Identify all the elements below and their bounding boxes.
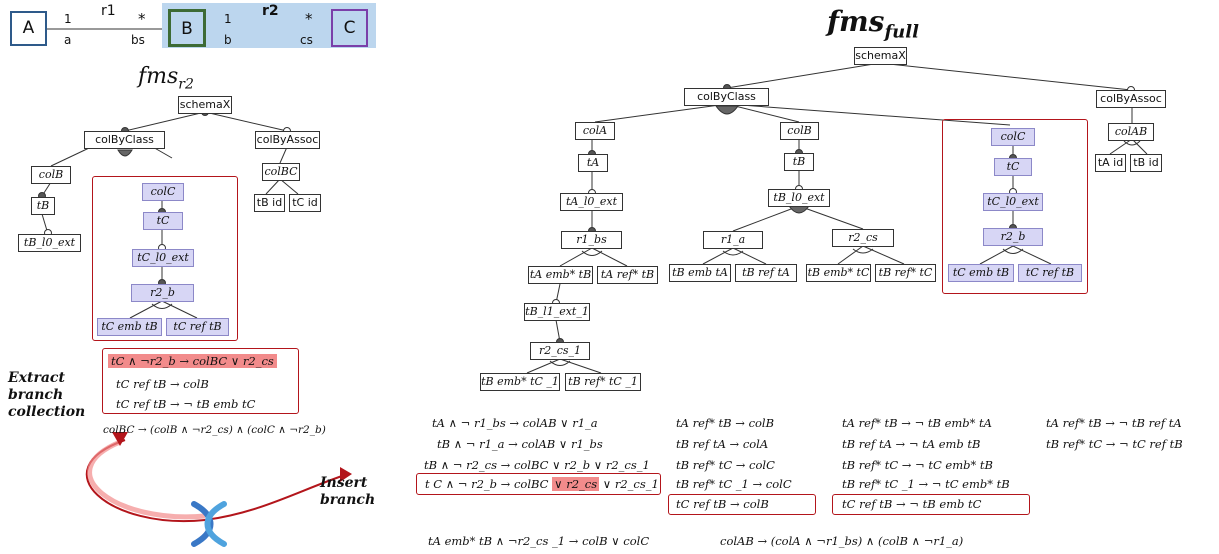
right-formula-c3-2: tB ref tA → ¬ tA emb tB (842, 437, 981, 451)
r1-mult-right: * (138, 10, 146, 28)
right-formula-c2-1: tA ref* tB → colB (676, 416, 775, 430)
right-tb-node: tB (784, 153, 814, 171)
left-formula: colBC → (colB ∧ ¬r2_cs) ∧ (colC ∧ ¬r2_b) (103, 424, 326, 436)
right-tc-ref-tb-node: tC ref tB (1018, 264, 1082, 282)
left-tc-ref-tb-node: tC ref tB (166, 318, 229, 336)
right-formula-c4-2: tB ref* tC → ¬ tC ref tB (1046, 437, 1183, 451)
right-tb-id-node: tB id (1130, 154, 1162, 172)
merge-icon (186, 498, 232, 550)
right-r1a-node: r1_a (703, 231, 763, 249)
left-colbyclass-node: colByClass (84, 131, 165, 149)
left-title-sub: r2 (178, 76, 194, 93)
left-tc-id-node: tC id (289, 194, 321, 212)
right-tb-ext1-node: tB_l1_ext_1 (524, 303, 590, 321)
left-constraint-3: tC ref tB → ¬ tB emb tC (116, 397, 256, 411)
right-r1bs-node: r1_bs (561, 231, 622, 249)
right-formula-c2-4: tB ref* tC _1 → colC (676, 477, 792, 491)
right-formula-c3-5-box (832, 494, 1030, 515)
right-tb-ref-ta-node: tB ref tA (735, 264, 797, 282)
right-formula-c2-5: tC ref tB → colB (676, 497, 769, 511)
right-formula-c2-2: tB ref tA → colA (676, 437, 769, 451)
left-constraints-box (102, 348, 299, 414)
left-title: fmsr2 (138, 64, 194, 93)
right-formula-c1-4: t C ∧ ¬ r2_b → colBC ∨ r2_cs ∨ r2_cs_1 (425, 477, 659, 491)
r2-name: r2 (262, 3, 279, 19)
right-tc-node: tC (994, 158, 1032, 176)
left-colb-node: colB (31, 166, 71, 184)
right-schema-node: schemaX (854, 47, 907, 65)
r1-mult-left: 1 (64, 12, 72, 26)
left-branch-box (92, 176, 238, 341)
right-colab-node: colAB (1108, 123, 1154, 141)
right-ta-ref-tb-node: tA ref* tB (597, 266, 658, 284)
right-tb-emb-tc1-node: tB emb* tC _1 (480, 373, 560, 391)
right-title-sub: full (884, 21, 919, 43)
right-ta-node: tA (578, 154, 608, 172)
r2-role-right: cs (300, 33, 313, 47)
right-formula-c2-5-box (668, 494, 816, 515)
uml-class-c: C (331, 9, 368, 47)
right-ta-emb-tb-node: tA emb* tB (528, 266, 593, 284)
right-formula-c3-5: tC ref tB → ¬ tB emb tC (842, 497, 982, 511)
right-ta-id-node: tA id (1095, 154, 1126, 172)
right-formula-c1-2: tB ∧ ¬ r1_a → colAB ∨ r1_bs (437, 437, 603, 451)
right-tb-emb-ta-node: tB emb tA (669, 264, 731, 282)
left-tc-emb-tb-node: tC emb tB (97, 318, 162, 336)
right-colbyassoc-node: colByAssoc (1096, 90, 1166, 108)
left-colbyassoc-node: colByAssoc (255, 131, 320, 149)
left-schema-node: schemaX (178, 96, 232, 114)
right-colc-node: colC (991, 128, 1035, 146)
left-colc-node: colC (142, 183, 184, 201)
left-tb-ext-node: tB_l0_ext (18, 234, 81, 252)
right-title: fmsfull (827, 5, 919, 43)
r1-role-right: bs (131, 33, 145, 47)
uml-class-a: A (10, 11, 47, 46)
right-bottom-formula-2: colAB → (colA ∧ ¬r1_bs) ∧ (colB ∧ ¬r1_a) (720, 534, 964, 548)
right-formula-c2-3: tB ref* tC → colC (676, 458, 775, 472)
right-colbyclass-node: colByClass (684, 88, 769, 106)
right-ta-ext-node: tA_l0_ext (560, 193, 623, 211)
r1-role-left: a (64, 33, 72, 47)
right-colb-node: colB (780, 122, 819, 140)
r2-mult-left: 1 (224, 12, 232, 26)
right-formula-c3-3: tB ref* tC → ¬ tC emb* tB (842, 458, 993, 472)
right-r2cs-node: r2_cs (832, 229, 894, 247)
left-constraint-2: tC ref tB → colB (116, 377, 209, 391)
right-formula-c3-4: tB ref* tC _1 → ¬ tC emb* tB (842, 477, 1010, 491)
left-tc-ext-node: tC_l0_ext (132, 249, 194, 267)
right-formula-c1-1: tA ∧ ¬ r1_bs → colAB ∨ r1_a (432, 416, 598, 430)
right-formula-c1-4-box (416, 473, 661, 495)
uml-class-b: B (168, 9, 206, 47)
right-tc-emb-tb-node: tC emb tB (948, 264, 1014, 282)
right-formula-c1-4-hl: ∨ r2_cs (552, 477, 600, 491)
left-r2b-node: r2_b (131, 284, 194, 302)
r1-name: r1 (101, 3, 116, 19)
right-tb-emb-tc-node: tB emb* tC (806, 264, 871, 282)
right-tc-ext-node: tC_l0_ext (983, 193, 1043, 211)
r2-role-left: b (224, 33, 232, 47)
right-r2b-node: r2_b (983, 228, 1043, 246)
left-tc-node: tC (143, 212, 183, 230)
right-bottom-formula-1: tA emb* tB ∧ ¬r2_cs _1 → colB ∨ colC (428, 534, 650, 548)
insert-label: Insert branch (320, 475, 376, 508)
right-tb-ref-tc-node: tB ref* tC (875, 264, 936, 282)
right-formula-c4-1: tA ref* tB → ¬ tB ref tA (1046, 416, 1182, 430)
right-formula-c3-1: tA ref* tB → ¬ tB emb* tA (842, 416, 992, 430)
right-tb-ext-node: tB_l0_ext (768, 189, 830, 207)
left-colbc-node: colBC (262, 163, 300, 181)
r2-mult-right: * (305, 10, 313, 28)
left-tb-node: tB (31, 197, 55, 215)
right-branch-box (942, 119, 1088, 294)
right-tb-ref-tc1-node: tB ref* tC _1 (565, 373, 641, 391)
left-tb-id-node: tB id (254, 194, 285, 212)
right-cola-node: colA (575, 122, 615, 140)
right-r2cs1-node: r2_cs_1 (530, 342, 590, 360)
extract-label: Extract branch collection (8, 370, 86, 420)
left-constraint-1: tC ∧ ¬r2_b → colBC ∨ r2_cs (108, 354, 277, 368)
right-formula-c1-3: tB ∧ ¬ r2_cs → colBC ∨ r2_b ∨ r2_cs_1 (424, 458, 650, 472)
